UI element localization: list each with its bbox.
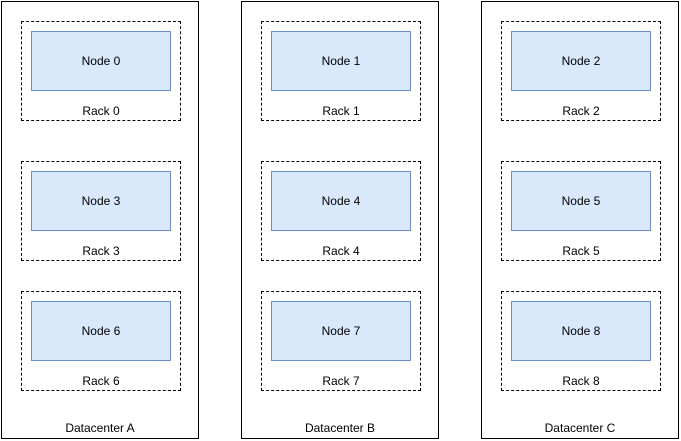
rack-5: Node 5 Rack 5 (501, 161, 661, 261)
rack-4: Node 4 Rack 4 (261, 161, 421, 261)
rack-6: Node 6 Rack 6 (21, 291, 181, 391)
node-label: Node 1 (321, 54, 361, 68)
rack-8: Node 8 Rack 8 (501, 291, 661, 391)
rack-2: Node 2 Rack 2 (501, 21, 661, 121)
rack-label: Rack 2 (562, 104, 600, 118)
datacenter-label: Datacenter B (304, 421, 376, 435)
rack-1: Node 1 Rack 1 (261, 21, 421, 121)
node-5: Node 5 (511, 171, 651, 231)
rack-label: Rack 8 (562, 374, 600, 388)
node-8: Node 8 (511, 301, 651, 361)
rack-7: Node 7 Rack 7 (261, 291, 421, 391)
node-label: Node 6 (81, 324, 121, 338)
rack-label: Rack 4 (322, 244, 360, 258)
node-3: Node 3 (31, 171, 171, 231)
rack-label: Rack 6 (82, 374, 120, 388)
node-2: Node 2 (511, 31, 651, 91)
node-0: Node 0 (31, 31, 171, 91)
rack-label: Rack 5 (562, 244, 600, 258)
datacenter-a: Node 0 Rack 0 Node 3 Rack 3 Node 6 Rack … (1, 1, 199, 439)
node-label: Node 7 (321, 324, 361, 338)
datacenter-label: Datacenter C (544, 421, 616, 435)
rack-label: Rack 7 (322, 374, 360, 388)
datacenter-b: Node 1 Rack 1 Node 4 Rack 4 Node 7 Rack … (241, 1, 439, 439)
node-7: Node 7 (271, 301, 411, 361)
rack-label: Rack 3 (82, 244, 120, 258)
rack-0: Node 0 Rack 0 (21, 21, 181, 121)
datacenter-label: Datacenter A (65, 421, 135, 435)
rack-label: Rack 1 (322, 104, 360, 118)
node-label: Node 8 (561, 324, 601, 338)
rack-3: Node 3 Rack 3 (21, 161, 181, 261)
node-label: Node 5 (561, 194, 601, 208)
node-label: Node 3 (81, 194, 121, 208)
node-label: Node 4 (321, 194, 361, 208)
node-label: Node 2 (561, 54, 601, 68)
node-1: Node 1 (271, 31, 411, 91)
node-label: Node 0 (81, 54, 121, 68)
rack-label: Rack 0 (82, 104, 120, 118)
node-6: Node 6 (31, 301, 171, 361)
node-4: Node 4 (271, 171, 411, 231)
datacenter-c: Node 2 Rack 2 Node 5 Rack 5 Node 8 Rack … (481, 1, 679, 439)
